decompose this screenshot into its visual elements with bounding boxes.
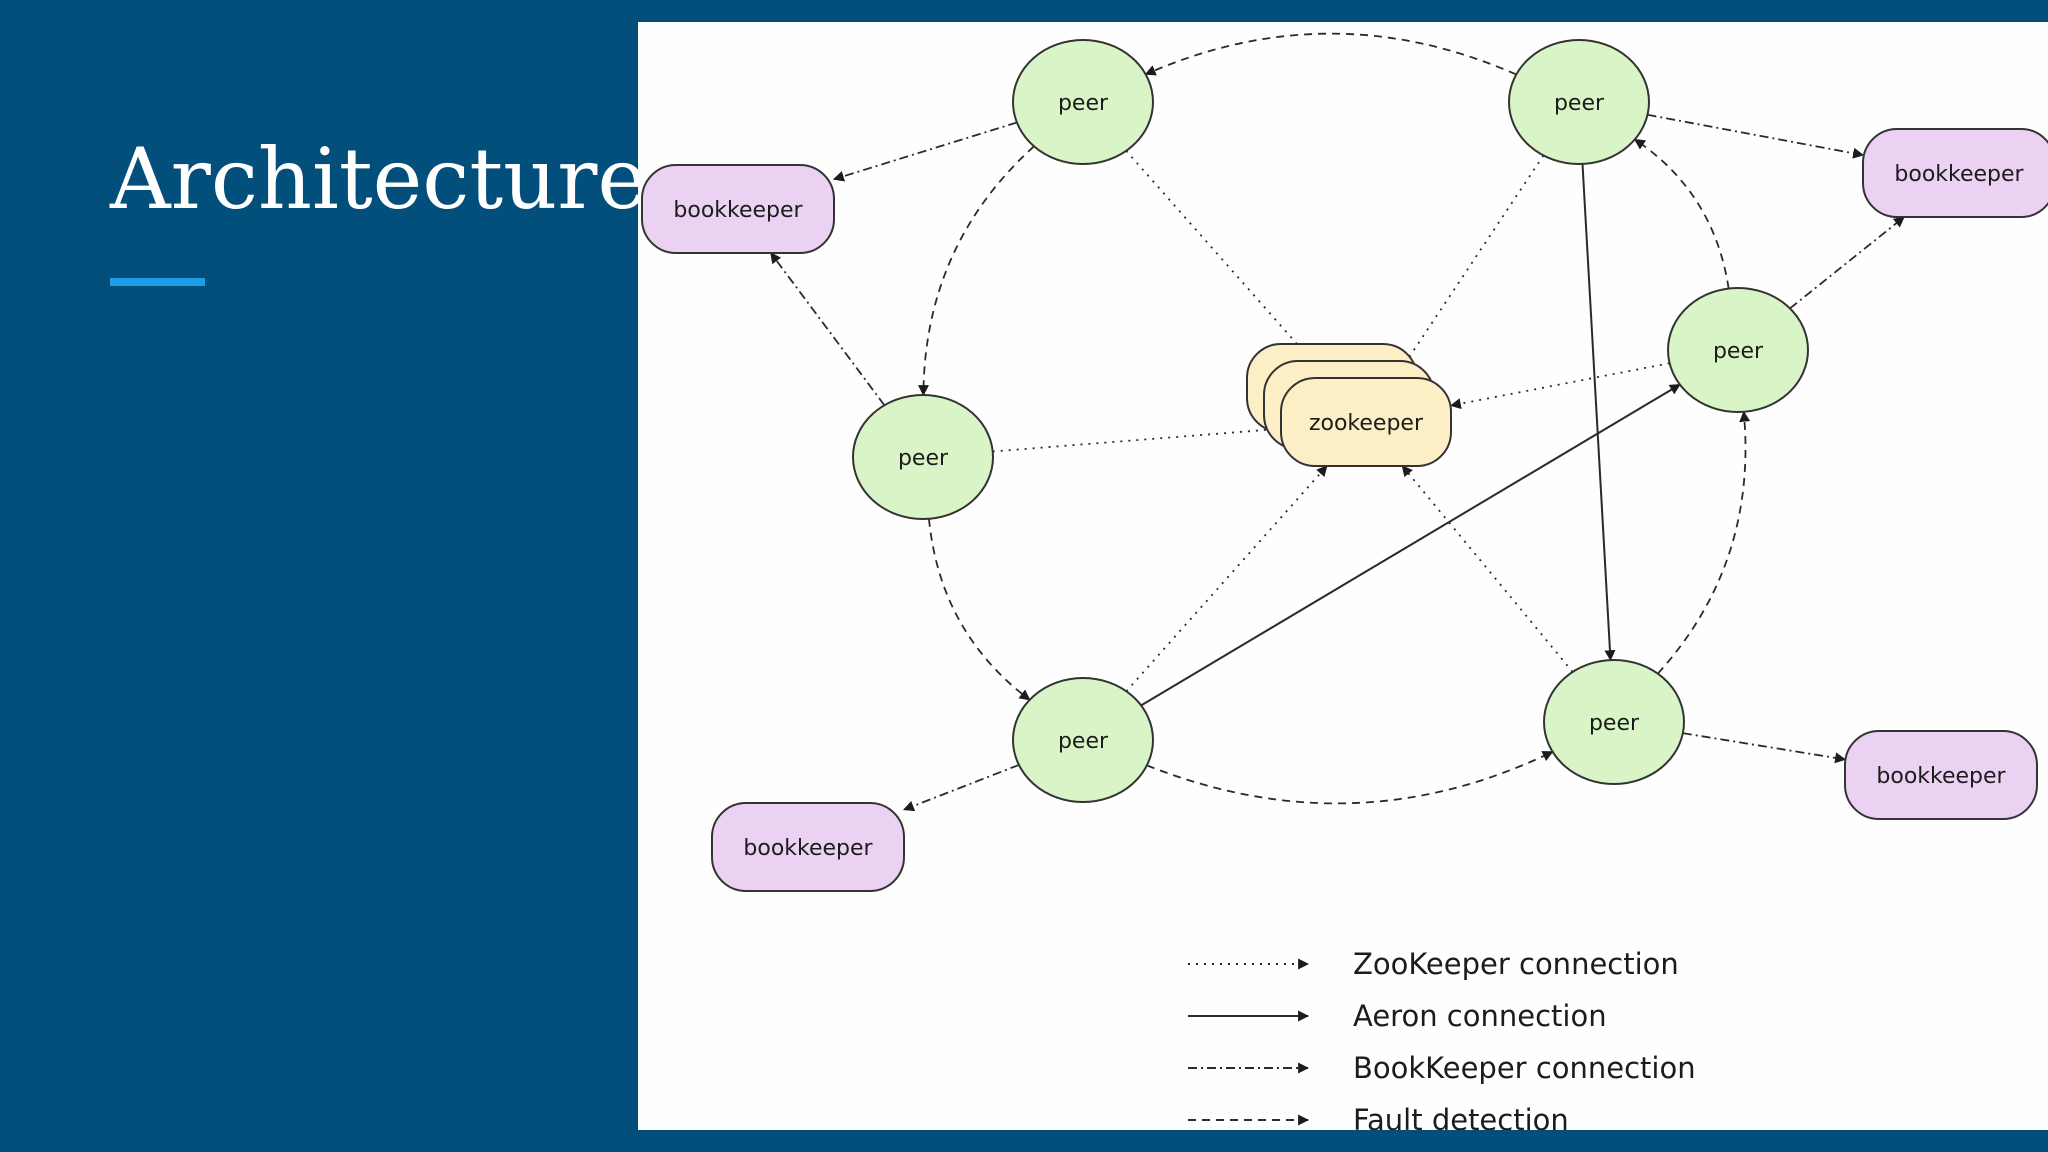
peer-node: peer xyxy=(1012,677,1154,803)
peer-node: peer xyxy=(852,394,994,520)
edge-bookkeeper-peer_br-to-bk_br xyxy=(1682,732,1847,764)
legend-label: Fault detection xyxy=(1353,1103,1569,1130)
bookkeeper-label: bookkeeper xyxy=(673,198,803,223)
peer-node: peer xyxy=(1012,39,1154,165)
edge-fault-peer_tl-to-peer_l xyxy=(917,145,1035,397)
peer-node: peer xyxy=(1667,287,1809,413)
peer-label: peer xyxy=(1058,729,1109,754)
edge-bookkeeper-peer_r-to-bk_tr xyxy=(1789,216,1905,310)
legend-item-zookeeper: ZooKeeper connection xyxy=(1188,947,1679,981)
edge-bookkeeper-peer_tl-to-bk_tl xyxy=(832,121,1018,182)
edge-zookeeper-peer_bl-to-zk xyxy=(1125,465,1328,692)
edge-fault-peer_br-to-peer_r xyxy=(1657,410,1751,675)
peer-label: peer xyxy=(1058,91,1109,116)
edge-fault-peer_l-to-peer_bl xyxy=(928,518,1031,701)
edge-aeron-peer_tr-to-peer_br xyxy=(1581,163,1616,662)
title-underline xyxy=(110,278,205,286)
bookkeeper-shape xyxy=(1844,730,2038,820)
legend-label: Aeron connection xyxy=(1353,999,1607,1033)
bookkeeper-node: bookkeeper xyxy=(641,164,835,254)
bookkeeper-node: bookkeeper xyxy=(711,802,905,892)
zookeeper-shape xyxy=(1280,377,1452,467)
legend-item-fault: Fault detection xyxy=(1188,1103,1569,1130)
edge-fault-peer_tr-to-peer_tl xyxy=(1144,32,1517,76)
edge-aeron-peer_bl-to-peer_r xyxy=(1140,383,1681,707)
peer-node: peer xyxy=(1508,39,1650,165)
diagram-canvas: peer peer peer peer peer peer bookkeeper bookke… xyxy=(641,32,2048,1130)
edge-fault-peer_r-to-peer_tr xyxy=(1633,138,1730,289)
legend-label: BookKeeper connection xyxy=(1353,1051,1696,1085)
peer-shape xyxy=(1543,659,1685,785)
peer-node: peer xyxy=(1543,659,1685,785)
peer-label: peer xyxy=(1713,339,1764,364)
zookeeper-node: zookeeper xyxy=(1246,343,1452,467)
zookeeper-label: zookeeper xyxy=(1309,411,1424,436)
bookkeeper-node: bookkeeper xyxy=(1844,730,2038,820)
legend-item-bookkeeper: BookKeeper connection xyxy=(1188,1051,1696,1085)
bookkeeper-label: bookkeeper xyxy=(743,836,873,861)
peer-label: peer xyxy=(1589,711,1640,736)
bookkeeper-label: bookkeeper xyxy=(1876,764,2006,789)
peer-shape xyxy=(1012,39,1154,165)
edge-zookeeper-peer_br-to-zk xyxy=(1401,465,1574,673)
edge-bookkeeper-peer_l-to-bk_tl xyxy=(770,252,886,406)
bookkeeper-label: bookkeeper xyxy=(1894,162,2024,187)
nodes-layer: peer peer peer peer peer peer bookkeeper bookke… xyxy=(641,39,2048,892)
slide-title: Architecture xyxy=(110,130,648,228)
edge-zookeeper-peer_l-to-zk xyxy=(992,424,1283,453)
bookkeeper-shape xyxy=(711,802,905,892)
edges-layer xyxy=(770,32,1905,812)
peer-label: peer xyxy=(898,446,949,471)
legend-item-aeron: Aeron connection xyxy=(1188,999,1607,1033)
bookkeeper-shape xyxy=(641,164,835,254)
bookkeeper-node: bookkeeper xyxy=(1862,128,2048,218)
edge-bookkeeper-peer_bl-to-bk_bl xyxy=(902,764,1020,812)
bookkeeper-shape xyxy=(1862,128,2048,218)
peer-shape xyxy=(1508,39,1650,165)
edge-zookeeper-peer_tr-to-zk xyxy=(1394,154,1545,379)
edge-fault-peer_bl-to-peer_br xyxy=(1146,750,1554,805)
legend-label: ZooKeeper connection xyxy=(1353,947,1679,981)
peer-shape xyxy=(1012,677,1154,803)
edge-bookkeeper-peer_tr-to-bk_tr xyxy=(1647,113,1865,159)
architecture-diagram: peer peer peer peer peer peer bookkeeper bookke… xyxy=(638,22,2048,1130)
peer-shape xyxy=(1667,287,1809,413)
peer-label: peer xyxy=(1554,91,1605,116)
peer-shape xyxy=(852,394,994,520)
edge-zookeeper-peer_r-to-zk xyxy=(1449,362,1670,410)
